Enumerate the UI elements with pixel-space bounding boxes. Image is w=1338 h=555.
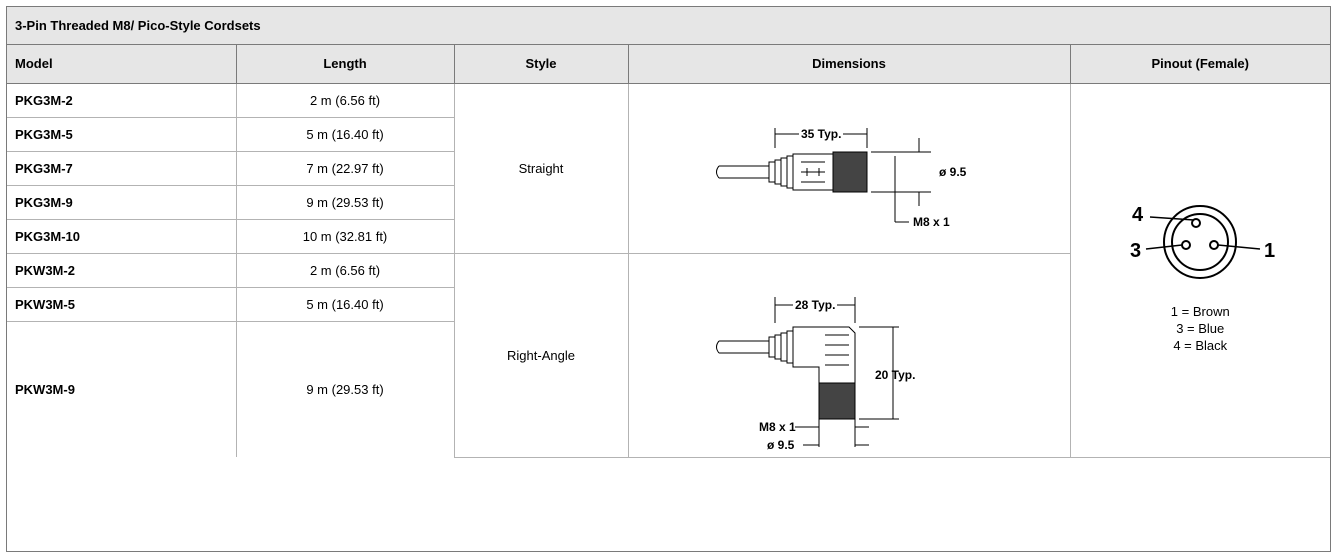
header-model: Model: [7, 45, 237, 84]
header-pinout: Pinout (Female): [1069, 45, 1330, 84]
right-angle-diameter-label: ø 9.5: [767, 438, 795, 452]
pin-label-1: 1: [1264, 240, 1275, 262]
straight-diameter-label: ø 9.5: [939, 165, 967, 179]
cordset-spec-table: 3-Pin Threaded M8/ Pico-Style Cordsets M…: [6, 6, 1331, 552]
length-cell: 9 m (29.53 ft): [235, 320, 454, 457]
length-cell: 10 m (32.81 ft): [235, 218, 454, 254]
style-cell-straight: Straight: [453, 82, 629, 254]
table-row: PKG3M-10 10 m (32.81 ft): [7, 218, 1330, 254]
right-angle-thread-label: M8 x 1: [759, 420, 796, 434]
length-cell: 9 m (29.53 ft): [235, 184, 454, 220]
header-dimensions: Dimensions: [627, 45, 1071, 84]
straight-length-label: 35 Typ.: [801, 127, 841, 141]
style-cell-right-angle: Right-Angle: [453, 252, 629, 458]
model-cell: PKG3M-10: [7, 218, 237, 254]
straight-thread-label: M8 x 1: [913, 215, 950, 229]
table-row: PKG3M-5 5 m (16.40 ft): [7, 116, 1330, 152]
table-title: 3-Pin Threaded M8/ Pico-Style Cordsets: [7, 7, 1330, 45]
right-angle-height-label: 20 Typ.: [875, 368, 915, 382]
right-angle-dimension-drawing: 28 Typ. 20 Typ. M8 x 1: [627, 252, 1070, 458]
pinout-legend-item: 4 = Black: [1173, 337, 1228, 353]
spec-table: Model Length Style Dimensions Pinout (Fe…: [7, 45, 1330, 458]
table-row: PKG3M-9 9 m (29.53 ft): [7, 184, 1330, 220]
model-cell: PKW3M-9: [7, 320, 237, 457]
table-row: PKG3M-7 7 m (22.97 ft): [7, 150, 1330, 186]
length-cell: 5 m (16.40 ft): [235, 116, 454, 152]
header-length: Length: [235, 45, 455, 84]
pinout-legend-item: 3 = Blue: [1176, 320, 1225, 336]
table-row: PKW3M-2 2 m (6.56 ft) Right-Angle: [7, 252, 1330, 458]
model-cell: PKG3M-7: [7, 150, 237, 186]
pinout-legend-item: 1 = Brown: [1170, 303, 1230, 319]
length-cell: 2 m (6.56 ft): [235, 252, 455, 288]
straight-cordset-diagram: 35 Typ. ø 9.5 M8 x 1: [716, 127, 967, 229]
pin-label-3: 3: [1130, 240, 1141, 262]
pinout-cell: 4 3 1 1 = Brown 3 = Blue 4 = Black: [1069, 82, 1331, 458]
model-cell: PKG3M-2: [7, 82, 237, 118]
table-row: PKG3M-2 2 m (6.56 ft) Straight: [7, 82, 1330, 458]
right-angle-cordset-diagram: 28 Typ. 20 Typ. M8 x 1: [716, 297, 915, 452]
straight-dimension-drawing: 35 Typ. ø 9.5 M8 x 1: [627, 82, 1071, 254]
model-cell: PKW3M-2: [7, 252, 237, 288]
header-style: Style: [453, 45, 629, 84]
model-cell: PKW3M-5: [7, 286, 237, 322]
model-cell: PKG3M-5: [7, 116, 237, 152]
length-cell: 7 m (22.97 ft): [235, 150, 454, 186]
length-cell: 5 m (16.40 ft): [235, 286, 454, 322]
right-angle-length-label: 28 Typ.: [795, 298, 835, 312]
length-cell: 2 m (6.56 ft): [235, 82, 455, 118]
pinout-legend: 1 = Brown 3 = Blue 4 = Black: [1071, 303, 1331, 354]
table-row: PKW3M-9 9 m (29.53 ft): [7, 320, 1330, 457]
pinout-diagram: 4 3 1: [1130, 204, 1275, 279]
pin-label-4: 4: [1132, 204, 1144, 226]
model-cell: PKG3M-9: [7, 184, 237, 220]
